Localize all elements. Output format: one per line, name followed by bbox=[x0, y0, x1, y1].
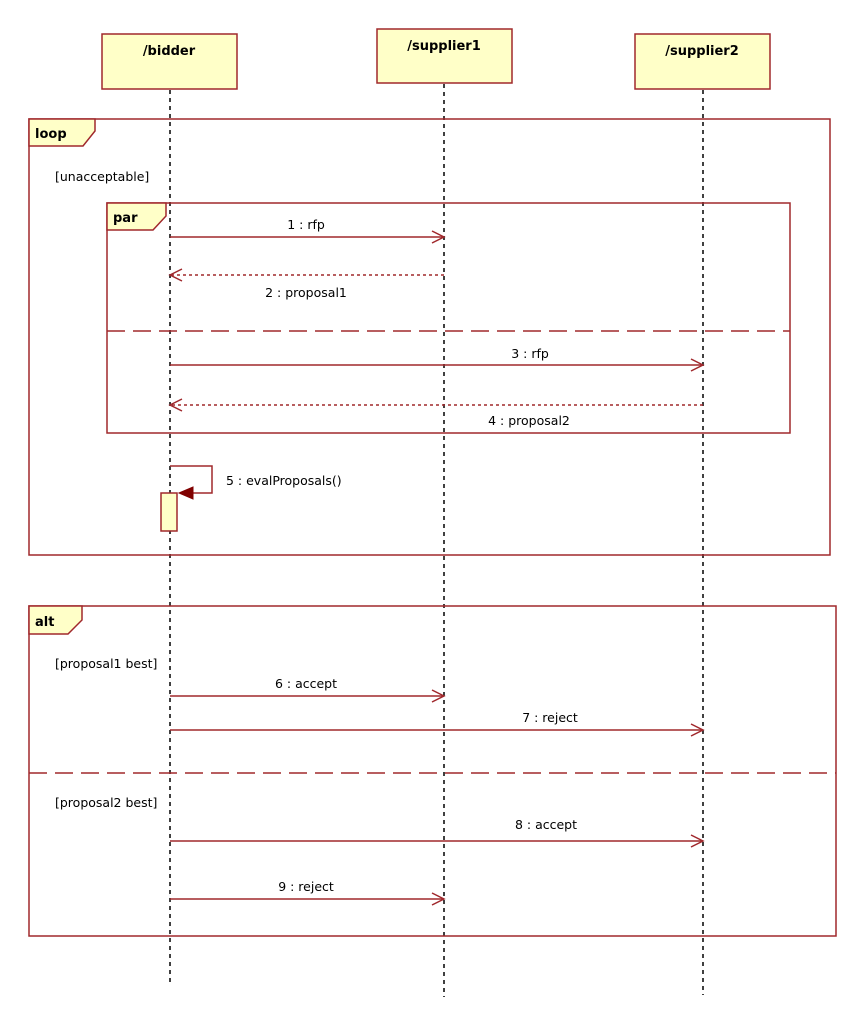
message-8[interactable]: 8 : accept bbox=[170, 817, 705, 848]
alt-guard-2: [proposal2 best] bbox=[55, 795, 157, 810]
lifeline-bidder-label: /bidder bbox=[143, 44, 196, 59]
par-operator-label: par bbox=[113, 211, 138, 226]
lifeline-bidder-head[interactable]: /bidder bbox=[101, 33, 238, 90]
message-5[interactable]: 5 : evalProposals() bbox=[170, 465, 342, 500]
par-operator-tab bbox=[106, 202, 167, 231]
message-3[interactable]: 3 : rfp bbox=[170, 346, 705, 372]
par-fragment[interactable]: par bbox=[106, 202, 791, 434]
lifeline-supplier1-label: /supplier1 bbox=[407, 39, 481, 54]
lifeline-supplier2-head[interactable]: /supplier2 bbox=[634, 33, 771, 90]
message-2-label: 2 : proposal1 bbox=[265, 285, 347, 300]
open-arrowhead-icon bbox=[690, 723, 705, 737]
loop-operator-tab bbox=[28, 118, 96, 147]
message-9[interactable]: 9 : reject bbox=[170, 879, 446, 906]
alt-operator-tab bbox=[28, 605, 83, 635]
message-3-label: 3 : rfp bbox=[511, 346, 549, 361]
activation-bar bbox=[160, 492, 178, 532]
open-arrowhead-icon bbox=[690, 834, 705, 848]
message-5-label: 5 : evalProposals() bbox=[226, 473, 342, 488]
open-arrowhead-icon bbox=[431, 689, 446, 703]
open-arrowhead-icon bbox=[168, 268, 183, 282]
message-9-label: 9 : reject bbox=[278, 879, 334, 894]
alt-guard-1: [proposal1 best] bbox=[55, 656, 157, 671]
message-4-label: 4 : proposal2 bbox=[488, 413, 570, 428]
alt-operator-label: alt bbox=[35, 615, 54, 630]
loop-guard: [unacceptable] bbox=[55, 169, 149, 184]
message-8-label: 8 : accept bbox=[515, 817, 577, 832]
message-4[interactable]: 4 : proposal2 bbox=[168, 398, 703, 428]
message-1[interactable]: 1 : rfp bbox=[170, 217, 446, 244]
open-arrowhead-icon bbox=[168, 398, 183, 412]
loop-operator-label: loop bbox=[35, 127, 67, 142]
open-arrowhead-icon bbox=[431, 892, 446, 906]
lifeline-supplier1-head[interactable]: /supplier1 bbox=[376, 28, 513, 84]
open-arrowhead-icon bbox=[431, 230, 446, 244]
message-6[interactable]: 6 : accept bbox=[170, 676, 446, 703]
message-2[interactable]: 2 : proposal1 bbox=[168, 268, 444, 300]
loop-fragment[interactable]: loop [unacceptable] bbox=[28, 118, 831, 556]
message-7-label: 7 : reject bbox=[522, 710, 578, 725]
filled-arrowhead-icon bbox=[177, 486, 194, 500]
message-6-label: 6 : accept bbox=[275, 676, 337, 691]
open-arrowhead-icon bbox=[690, 358, 705, 372]
message-1-label: 1 : rfp bbox=[287, 217, 325, 232]
message-7[interactable]: 7 : reject bbox=[170, 710, 705, 737]
lifeline-supplier2-label: /supplier2 bbox=[665, 44, 739, 59]
alt-fragment[interactable]: alt [proposal1 best] [proposal2 best] bbox=[28, 605, 837, 937]
